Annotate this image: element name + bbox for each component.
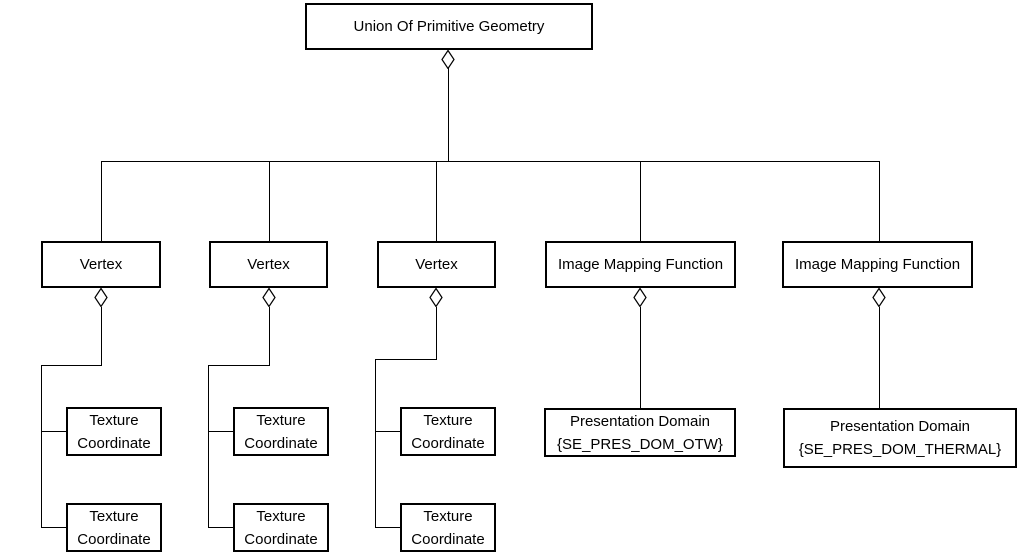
node-label-line2: {SE_PRES_DOM_THERMAL} — [798, 441, 1002, 458]
connector-tree2-stub-upper — [208, 431, 233, 432]
node-presentation-domain-thermal: Presentation Domain {SE_PRES_DOM_THERMAL… — [783, 408, 1017, 468]
node-label-line2: Coordinate — [411, 530, 485, 548]
connector-tree1-elbow — [41, 365, 102, 366]
node-label-line1: Texture — [423, 507, 473, 525]
connector-imf1-to-domain — [640, 307, 641, 408]
connector-tree2-rail — [208, 365, 209, 528]
node-label-line1: Presentation Domain — [569, 412, 711, 430]
aggregation-diamond-icon — [429, 288, 443, 307]
connector-tree2-elbow — [208, 365, 270, 366]
connector-tree3-rail — [375, 359, 376, 528]
connector-trunk-line — [448, 68, 449, 161]
node-texture-coordinate-2b: Texture Coordinate — [233, 503, 329, 552]
aggregation-diamond-icon — [441, 50, 455, 69]
aggregation-diamond-icon — [94, 288, 108, 307]
connector-tree3-vertical — [436, 307, 437, 359]
node-union-of-primitive-geometry: Union Of Primitive Geometry — [305, 3, 593, 50]
connector-tree3-stub-upper — [375, 431, 400, 432]
connector-drop-imf-1 — [640, 161, 641, 241]
connector-tree3-stub-lower — [375, 527, 400, 528]
connector-drop-vertex-2 — [269, 161, 270, 241]
aggregation-diamond-icon — [262, 288, 276, 307]
node-image-mapping-function-2: Image Mapping Function — [782, 241, 973, 288]
node-label-line1: Texture — [256, 411, 306, 429]
connector-drop-vertex-3 — [436, 161, 437, 241]
node-label: Vertex — [247, 256, 290, 273]
connector-tree1-vertical — [101, 307, 102, 365]
node-label-line1: Texture — [423, 411, 473, 429]
node-label-line2: {SE_PRES_DOM_OTW} — [557, 435, 723, 453]
aggregation-diamond-icon — [872, 288, 886, 307]
node-texture-coordinate-3b: Texture Coordinate — [400, 503, 496, 552]
node-texture-coordinate-2a: Texture Coordinate — [233, 407, 329, 456]
connector-tree2-vertical — [269, 307, 270, 365]
node-image-mapping-function-1: Image Mapping Function — [545, 241, 736, 288]
aggregation-diamond-icon — [633, 288, 647, 307]
connector-tree2-stub-lower — [208, 527, 233, 528]
node-label: Union Of Primitive Geometry — [353, 18, 545, 35]
node-label-line2: Coordinate — [77, 530, 151, 548]
connector-imf2-to-domain — [879, 307, 880, 408]
node-label-line2: Coordinate — [77, 434, 151, 452]
node-label-line1: Texture — [89, 507, 139, 525]
connector-tree1-rail — [41, 365, 42, 528]
node-label-line2: Coordinate — [411, 434, 485, 452]
node-label: Vertex — [79, 256, 123, 273]
node-label: Image Mapping Function — [794, 256, 961, 273]
node-label: Image Mapping Function — [557, 256, 724, 273]
connector-drop-vertex-1 — [101, 161, 102, 241]
connector-tree1-stub-upper — [41, 431, 66, 432]
node-vertex-3: Vertex — [377, 241, 496, 288]
node-vertex-2: Vertex — [209, 241, 328, 288]
node-label-line2: Coordinate — [244, 434, 318, 452]
node-presentation-domain-otw: Presentation Domain {SE_PRES_DOM_OTW} — [544, 408, 736, 457]
node-texture-coordinate-1a: Texture Coordinate — [66, 407, 162, 456]
node-label-line1: Texture — [89, 411, 139, 429]
node-label-line1: Presentation Domain — [829, 418, 971, 435]
node-label: Vertex — [415, 256, 458, 273]
connector-tree1-stub-lower — [41, 527, 66, 528]
node-vertex-1: Vertex — [41, 241, 161, 288]
connector-tree3-elbow — [375, 359, 437, 360]
node-label-line2: Coordinate — [244, 530, 318, 548]
node-texture-coordinate-1b: Texture Coordinate — [66, 503, 162, 552]
connector-branch-line — [101, 161, 880, 162]
connector-drop-imf-2 — [879, 161, 880, 241]
node-label-line1: Texture — [256, 507, 306, 525]
node-texture-coordinate-3a: Texture Coordinate — [400, 407, 496, 456]
